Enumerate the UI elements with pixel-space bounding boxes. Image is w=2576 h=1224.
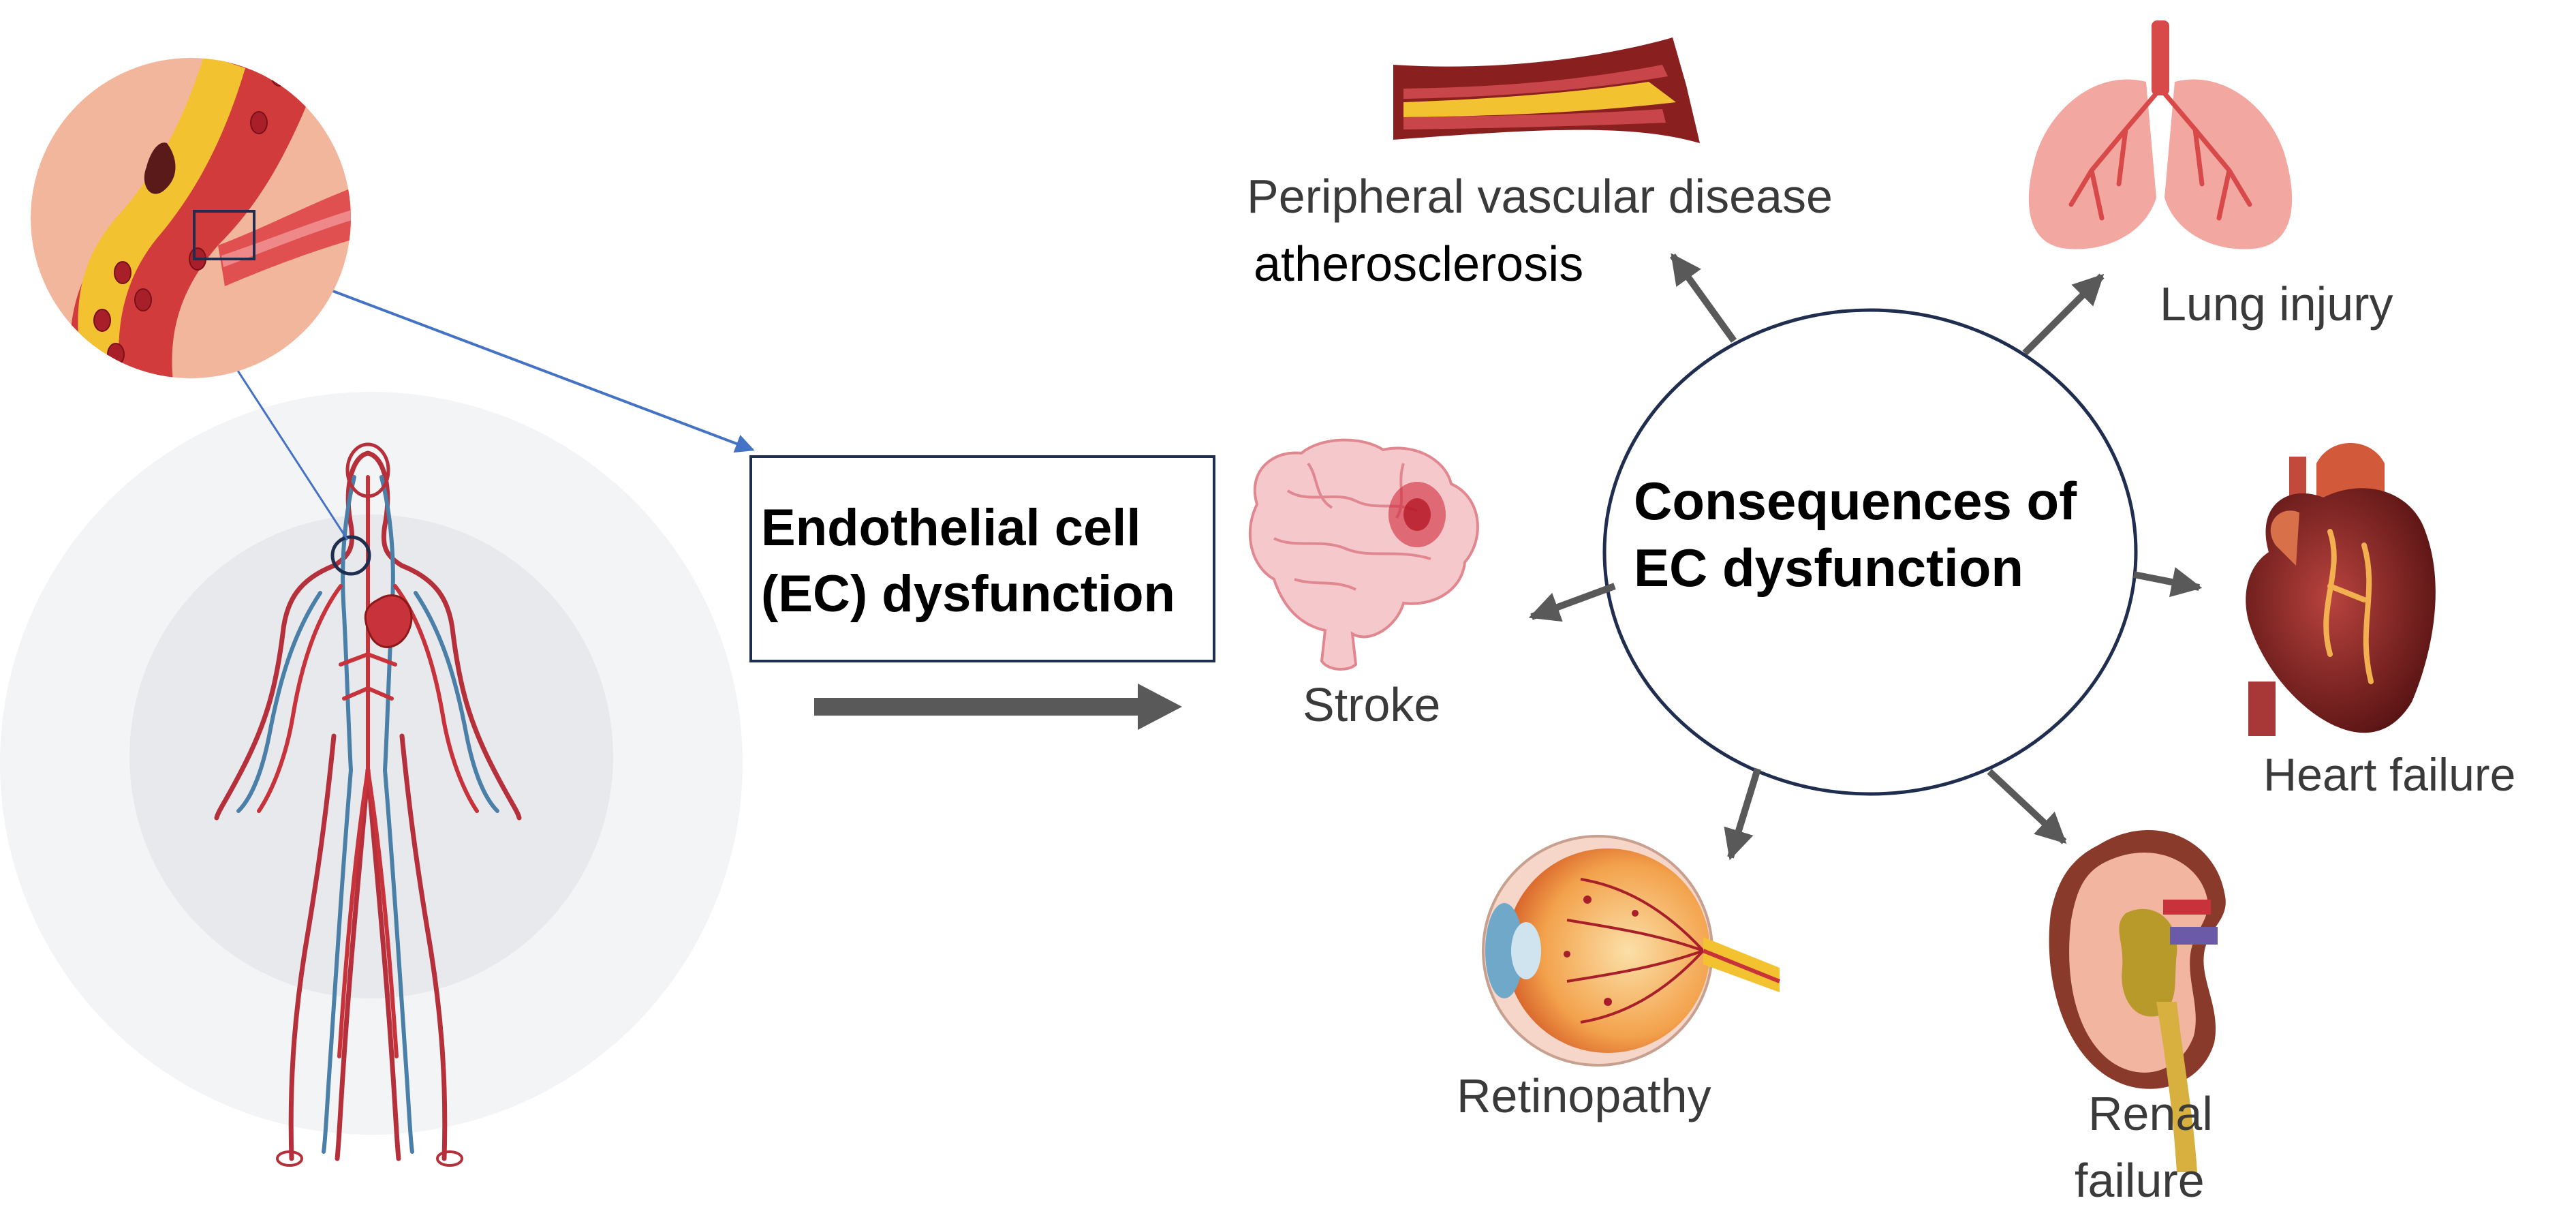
pvd-label-line2: atherosclerosis: [1254, 237, 1583, 292]
stroke-label: Stroke: [1303, 678, 1440, 731]
brain-icon: [1248, 438, 1479, 671]
ec-box-label-line2: (EC) dysfunction: [761, 565, 1175, 623]
arrow-to-pvd: [1669, 253, 1737, 343]
vessel-inset-illustration: [31, 58, 351, 378]
arrow-to-retinopathy: [1724, 767, 1761, 861]
consequences-label-line2: EC dysfunction: [1634, 538, 2023, 598]
heart-icon: [2246, 443, 2436, 736]
body-figure-illustration: [0, 392, 743, 1167]
zoom-connector-line: [230, 361, 349, 540]
consequences-circle: [1602, 308, 2138, 796]
eye-icon: [1482, 835, 1781, 1067]
renal-label-line1: Renal: [2088, 1087, 2213, 1140]
arrow-to-heart: [2133, 567, 2203, 598]
consequences-label-line1: Consequences of: [1634, 471, 2077, 531]
lungs-icon: [2028, 20, 2293, 249]
zoom-to-ec-arrow: [253, 260, 755, 453]
artery-plaque-illustration: [1393, 37, 1700, 143]
arrow-to-stroke: [1528, 583, 1616, 622]
kidney-icon: [2049, 829, 2226, 1172]
ec-box-label-line1: Endothelial cell: [761, 499, 1140, 557]
retinopathy-label: Retinopathy: [1457, 1069, 1711, 1122]
lung-label: Lung injury: [2160, 277, 2393, 331]
main-flow-arrow: [814, 684, 1182, 730]
ec-dysfunction-box: [749, 455, 1215, 662]
pvd-label-line1: Peripheral vascular disease: [1247, 170, 1833, 223]
arrow-to-renal: [1987, 769, 2067, 844]
renal-label-line2: failure: [2075, 1154, 2205, 1207]
heart-label: Heart failure: [2263, 749, 2515, 801]
arrow-to-lung: [2022, 273, 2105, 356]
